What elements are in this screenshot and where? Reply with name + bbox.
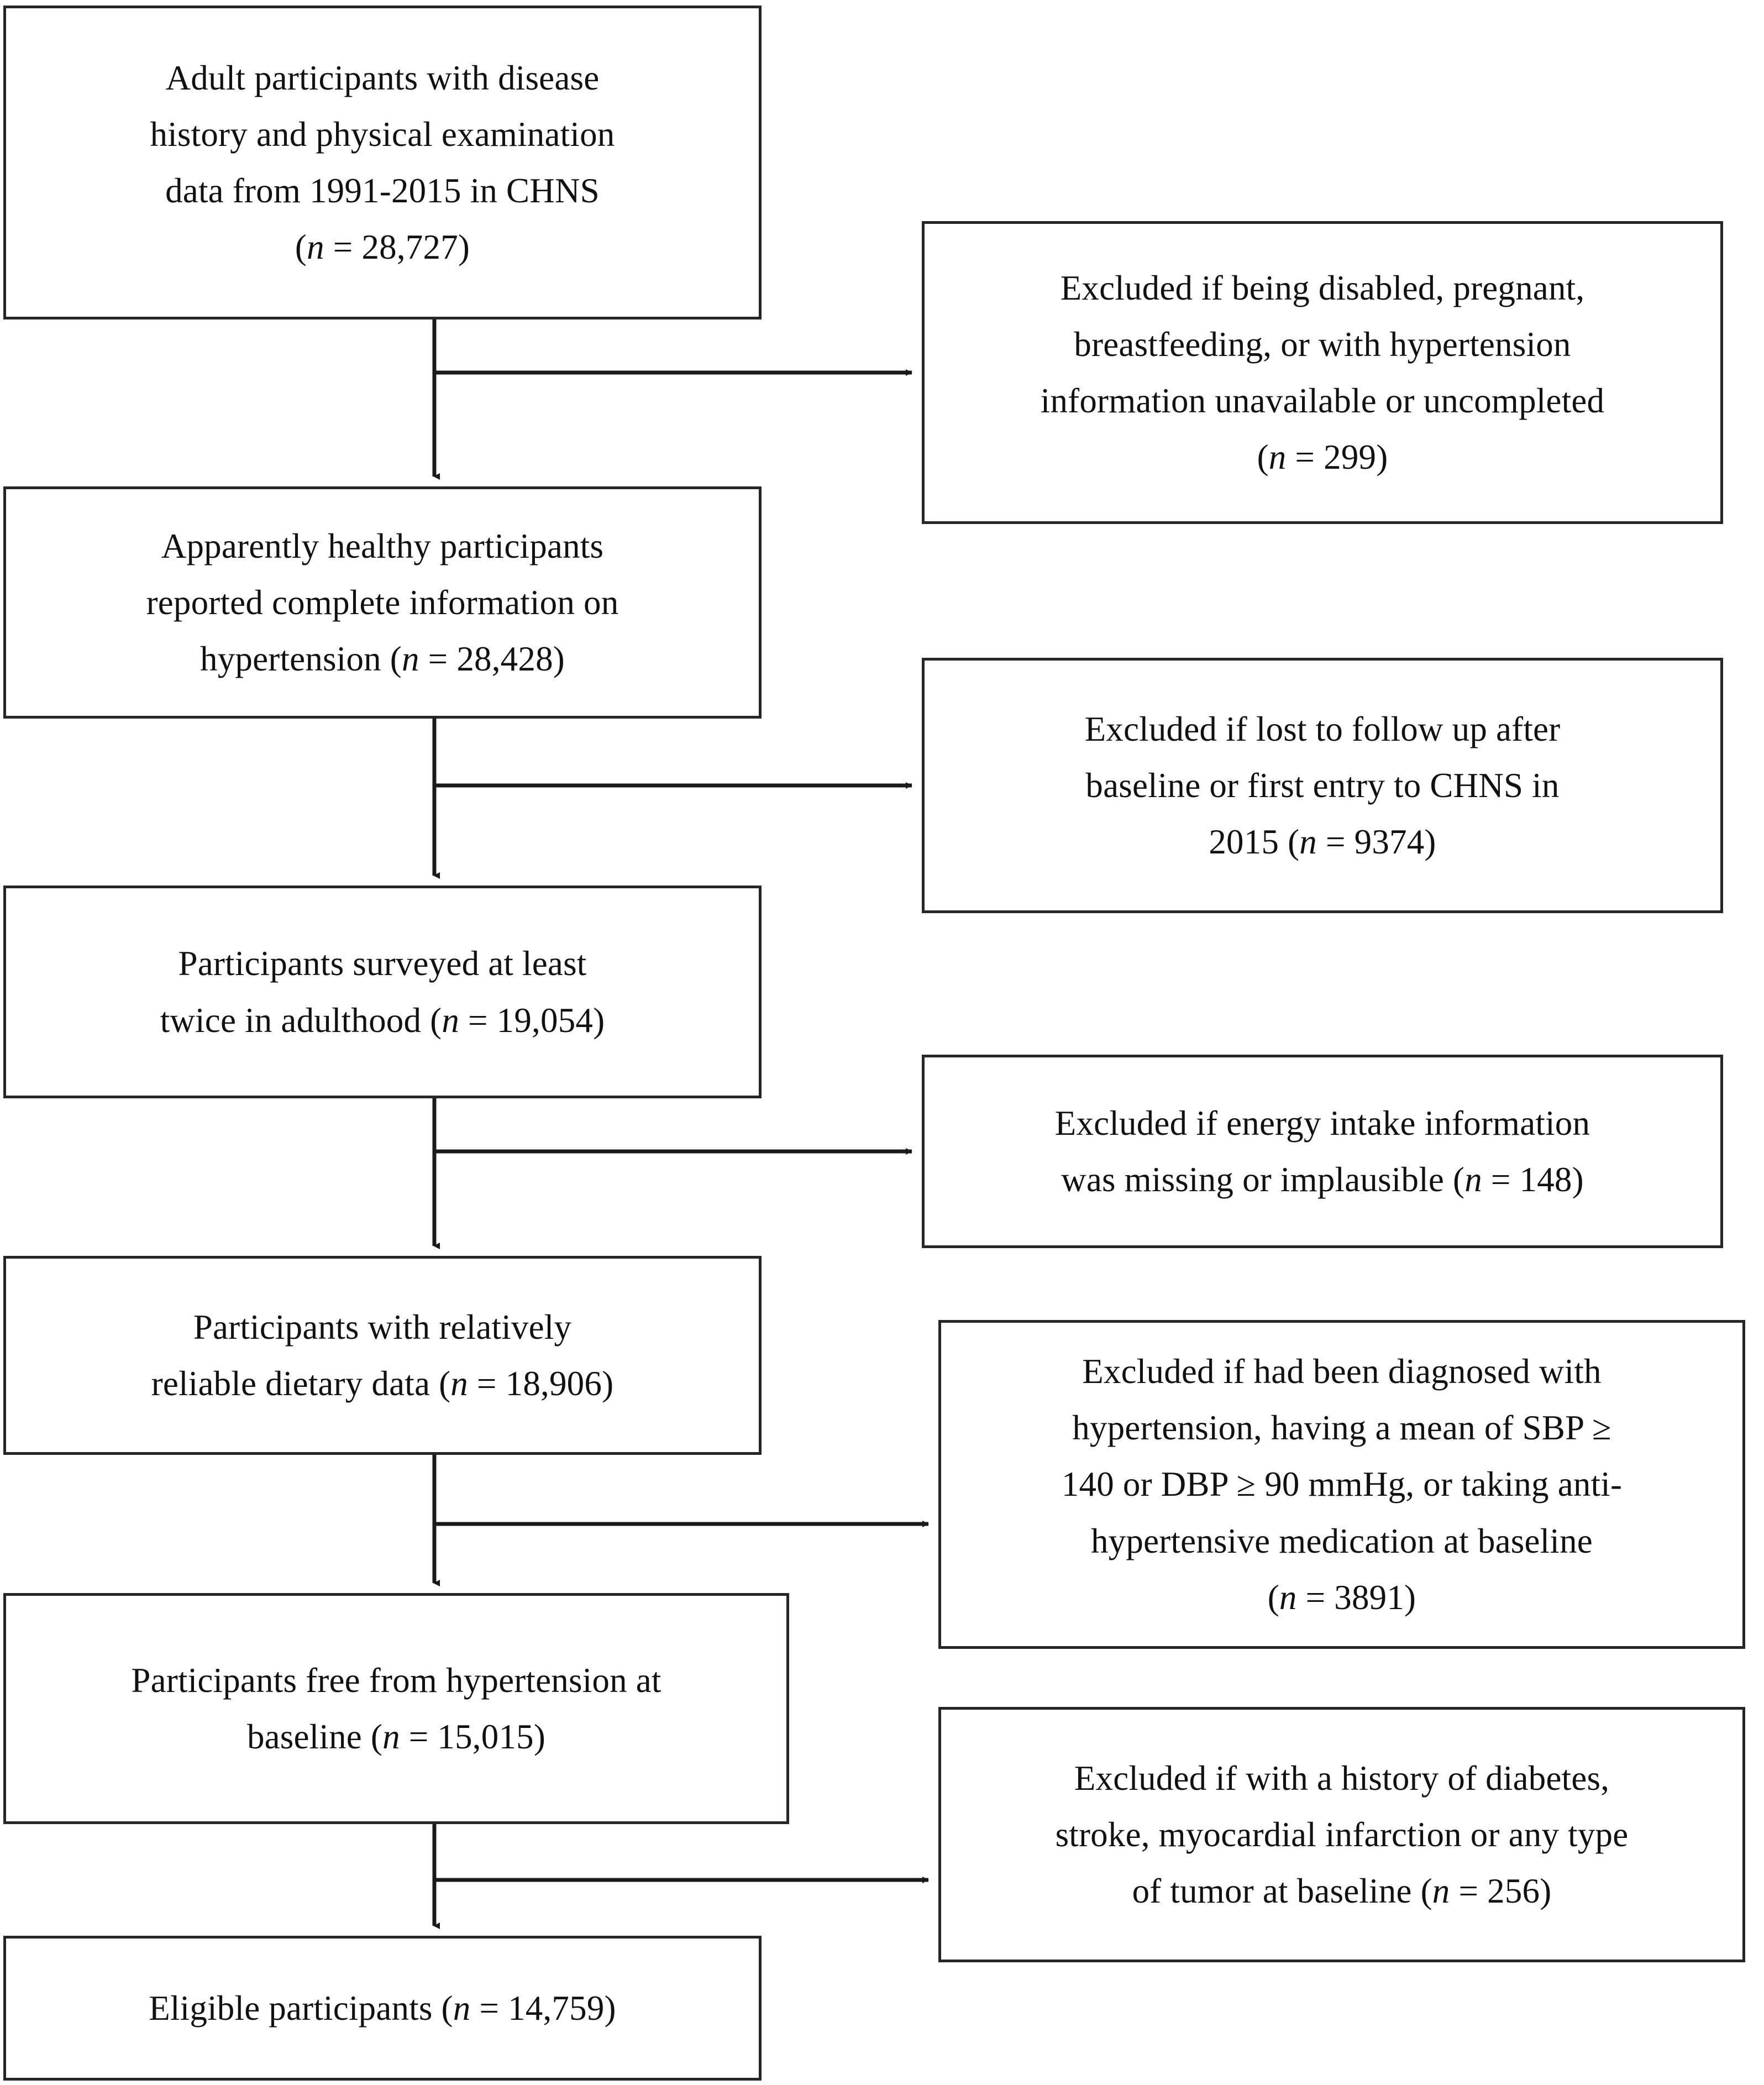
connector-group-3 [432, 1098, 912, 1249]
connector-group-5 [432, 1824, 929, 1929]
eligible-participants-box: Eligible participants (n = 14,759) [3, 1936, 762, 2081]
connector-group-4 [432, 1455, 929, 1586]
connector-group-2 [432, 719, 912, 879]
exclusion-box-comorbidity-history: Excluded if with a history of diabetes,s… [938, 1707, 1745, 1962]
connector-group-1 [432, 319, 912, 480]
exclusion-text-disabled-pregnant: Excluded if being disabled, pregnant,bre… [1040, 268, 1605, 477]
eligible-participants-text: Eligible participants (n = 14,759) [149, 1988, 616, 2028]
exclusion-box-disabled-pregnant: Excluded if being disabled, pregnant,bre… [922, 221, 1723, 524]
exclusion-text-comorbidity-history: Excluded if with a history of diabetes,s… [1055, 1758, 1629, 1911]
